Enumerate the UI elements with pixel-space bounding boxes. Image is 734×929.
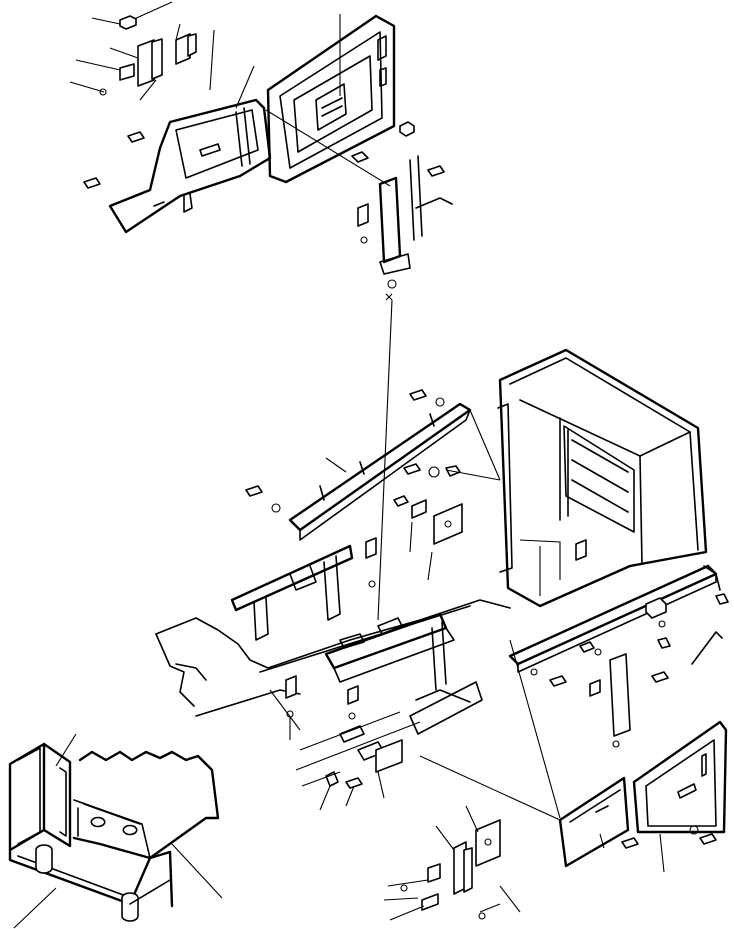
center-bolt-stack <box>269 675 421 811</box>
left-side-panel <box>108 65 272 234</box>
rear-rail <box>508 564 729 748</box>
right-side-panel <box>419 639 728 873</box>
center-frame-legs <box>230 544 354 641</box>
right-box-frame <box>497 348 708 608</box>
top-left-bracket-group <box>69 1 215 189</box>
center-rail <box>245 389 501 541</box>
front-panel <box>265 14 445 187</box>
vertical-support <box>357 155 453 621</box>
main-chassis-member <box>324 612 483 735</box>
detail-view-bracket <box>8 733 223 929</box>
bottom-right-brackets <box>383 805 521 921</box>
small-mount-plates <box>365 495 587 588</box>
